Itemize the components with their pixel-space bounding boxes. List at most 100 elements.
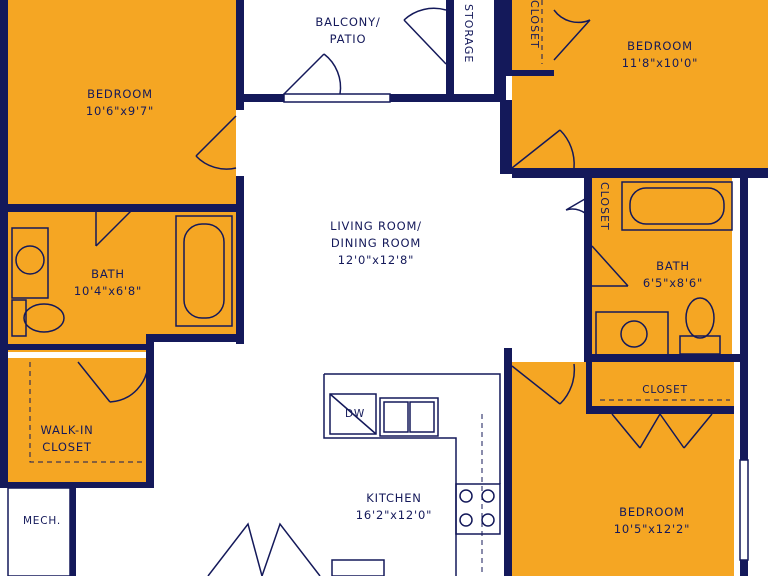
door-closet-right-1	[611, 413, 661, 449]
door-bath-right	[591, 245, 629, 287]
kitchen-counter	[323, 373, 501, 576]
bath-left-dims: 10'4"x6'8"	[73, 284, 143, 298]
balcony-line2: PATIO	[329, 32, 367, 46]
bathtub-right	[621, 181, 733, 231]
range	[455, 483, 501, 535]
bedroom-left-dims: 10'6"x9'7"	[85, 104, 155, 118]
burner-2	[481, 489, 495, 503]
label-kitchen: KITCHEN 16'2"x12'0"	[334, 490, 454, 524]
label-mech: MECH.	[14, 513, 70, 530]
door-bottom-left-1	[207, 522, 263, 576]
wall-bedroom-bottom-left	[504, 348, 512, 576]
bathtub-left	[175, 215, 233, 327]
bedroom-top-right-fill	[512, 0, 768, 168]
toilet-tank-right	[679, 335, 721, 355]
wall-closet-right	[146, 334, 154, 484]
closet-right-name: CLOSET	[642, 384, 688, 396]
dishwasher	[329, 393, 377, 435]
wall-bath-bottom	[8, 344, 148, 350]
wall-closet-small-left	[584, 178, 592, 358]
label-living: LIVING ROOM/ DINING ROOM 12'0"x12'8"	[306, 218, 446, 269]
balcony-line1: BALCONY/	[315, 15, 381, 29]
doors	[77, 7, 713, 576]
kitchen-fixtures	[323, 373, 501, 576]
wall-storage-left	[446, 0, 454, 94]
door-balcony	[283, 53, 342, 95]
label-walk-in-closet: WALK-IN CLOSET	[22, 422, 112, 456]
label-closet-right: CLOSET	[620, 382, 710, 399]
vanity-left	[11, 227, 49, 299]
bedroom-left-fill	[8, 0, 236, 207]
sink-basin-2	[409, 401, 435, 433]
window-balcony	[283, 93, 391, 103]
fridge	[331, 559, 385, 576]
bedroom-top-right-name: BEDROOM	[627, 39, 693, 53]
wall-top-bedroom-left	[506, 70, 554, 76]
bath-left-fill	[8, 212, 236, 342]
windows	[283, 93, 749, 561]
bath-left-name: BATH	[91, 267, 125, 281]
bath-right-dims: 6'5"x8'6"	[642, 276, 704, 290]
sink-basin-1	[383, 401, 409, 433]
living-dims: 12'0"x12'8"	[337, 253, 415, 267]
wall-right-outer	[740, 178, 748, 576]
label-storage: STORAGE	[462, 4, 475, 64]
burner-1	[459, 489, 473, 503]
bath-left-fixtures	[11, 215, 233, 337]
living-line1: LIVING ROOM/	[330, 219, 422, 233]
wall-left-outer	[0, 0, 8, 484]
label-bath-right: BATH 6'5"x8'6"	[618, 258, 728, 292]
label-bedroom-left: BEDROOM 10'6"x9'7"	[60, 86, 180, 120]
room-fills	[8, 0, 768, 576]
kitchen-name: KITCHEN	[366, 491, 422, 505]
mech-area	[7, 487, 71, 576]
burner-3	[459, 513, 473, 527]
kitchen-dims: 16'2"x12'0"	[355, 508, 433, 522]
wall-balcony-bottom-right	[390, 94, 502, 102]
toilet-tank-left	[11, 299, 27, 337]
wall-bedroom-right-lower	[236, 176, 244, 344]
closet-rod-walkin	[29, 362, 148, 463]
wall-balcony-bottom	[244, 94, 284, 102]
door-closet-walkin	[77, 361, 149, 403]
wall-bath-right-bottom	[584, 354, 740, 362]
toilet-bowl-left	[23, 303, 65, 333]
label-dishwasher: DW	[344, 408, 366, 420]
bathtub-right-inner	[629, 187, 725, 225]
door-closet-top-left	[553, 9, 591, 61]
label-bath-left: BATH 10'4"x6'8"	[48, 266, 168, 300]
bath-right-fixtures	[595, 181, 733, 357]
walk-in-closet-fill	[8, 358, 148, 482]
label-closet-small: CLOSET	[598, 182, 611, 231]
dishwasher-diagonal	[329, 393, 377, 435]
wall-closet-right-left	[586, 362, 592, 414]
wall-bedroom-bath	[8, 204, 236, 212]
door-storage	[403, 7, 447, 65]
wall-closet-right-bottom	[586, 406, 734, 414]
bedroom-bottom-right-dims: 10'5"x12'2"	[613, 522, 691, 536]
door-bath-left	[95, 205, 137, 247]
vanity-right	[595, 311, 669, 357]
burner-4	[481, 513, 495, 527]
label-bedroom-top-right: BEDROOM 11'8"x10'0"	[598, 38, 722, 72]
sink-left	[15, 245, 45, 275]
bedroom-top-right-dims: 11'8"x10'0"	[621, 56, 699, 70]
bedroom-left-name: BEDROOM	[87, 87, 153, 101]
door-closet-right-2	[659, 413, 713, 449]
label-closet-top: CLOSET	[528, 0, 541, 49]
wall-closet-bottom	[0, 482, 154, 488]
walk-in-closet-line2: CLOSET	[42, 440, 92, 454]
toilet-bowl-right	[685, 297, 715, 339]
wall-bedroom-right-bottom	[512, 168, 768, 178]
mech-room	[7, 487, 71, 576]
door-closet-small	[565, 195, 591, 219]
sink-kitchen	[379, 397, 439, 437]
wall-closet-top-left	[506, 0, 512, 74]
bedroom-bottom-right-fill	[512, 362, 734, 576]
wall-balcony-left	[236, 0, 244, 100]
living-line2: DINING ROOM	[330, 236, 422, 250]
bedroom-bottom-right-name: BEDROOM	[619, 505, 685, 519]
